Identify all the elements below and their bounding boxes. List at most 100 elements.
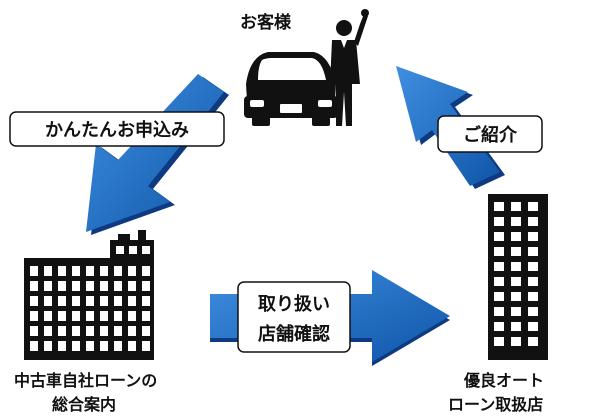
building-window (72, 341, 80, 351)
building-window (114, 341, 122, 351)
building-window (100, 311, 108, 321)
building-window (30, 296, 38, 306)
building-window (114, 296, 122, 306)
building-window (128, 326, 136, 336)
building-window (100, 341, 108, 351)
building-window (494, 277, 504, 286)
building-window (86, 341, 94, 351)
building-window (30, 341, 38, 351)
building-window (511, 292, 521, 301)
building-window (72, 311, 80, 321)
head-office-building-icon (24, 230, 154, 360)
head-office-label-line2: 総合案内 (52, 395, 116, 414)
building-window (494, 337, 504, 346)
building-window (142, 341, 150, 351)
referral-label: ご紹介 (463, 124, 518, 146)
building-window (72, 326, 80, 336)
building-window (116, 246, 124, 254)
building-window (528, 217, 538, 226)
building-window (494, 322, 504, 331)
building-window (142, 281, 150, 291)
building-window (30, 266, 38, 276)
building-window (58, 341, 66, 351)
dealer-label-line1: 優良オート (463, 371, 544, 390)
apply-label: かんたんお申込み (45, 119, 189, 141)
building-window (511, 337, 521, 346)
head-office-label-line1: 中古車自社ローンの (14, 371, 157, 390)
building-window (128, 341, 136, 351)
building-window (100, 326, 108, 336)
building-window (72, 296, 80, 306)
building-window (511, 217, 521, 226)
building-window (511, 262, 521, 271)
building-window (142, 266, 150, 276)
handling-label-box: 取り扱い 店舗確認 (237, 281, 351, 353)
customer-label: お客様 (240, 12, 292, 33)
building-window (494, 247, 504, 256)
building-window (528, 307, 538, 316)
apply-label-box: かんたんお申込み (9, 111, 225, 147)
building-window (142, 246, 150, 254)
car-icon (244, 52, 338, 126)
handling-label-line1: 取り扱い (258, 294, 330, 315)
building-window (528, 277, 538, 286)
building-window (58, 296, 66, 306)
building-window (528, 247, 538, 256)
building-window (100, 281, 108, 291)
building-window (114, 266, 122, 276)
building-window (44, 296, 52, 306)
building-window (44, 311, 52, 321)
building-window (114, 281, 122, 291)
referral-label-box: ご紹介 (437, 115, 543, 153)
building-window (100, 266, 108, 276)
building-window (511, 247, 521, 256)
building-window (86, 266, 94, 276)
building-window (528, 232, 538, 241)
building-window (142, 296, 150, 306)
person-icon (330, 9, 369, 126)
building-window (511, 277, 521, 286)
building-window (44, 266, 52, 276)
building-window (44, 281, 52, 291)
building-window (494, 307, 504, 316)
building-window (72, 281, 80, 291)
building-window (494, 262, 504, 271)
building-window (58, 311, 66, 321)
building-window (30, 311, 38, 321)
building-window (86, 311, 94, 321)
building-window (128, 311, 136, 321)
building-window (44, 326, 52, 336)
building-window (494, 217, 504, 226)
building-window (511, 307, 521, 316)
building-window (114, 311, 122, 321)
building-window (528, 292, 538, 301)
arrow-apply (86, 74, 229, 235)
handling-label-line2: 店舗確認 (258, 323, 330, 345)
building-window (72, 266, 80, 276)
building-window (494, 292, 504, 301)
building-window (128, 296, 136, 306)
building-window (494, 232, 504, 241)
building-window (58, 281, 66, 291)
building-window (58, 326, 66, 336)
building-window (142, 311, 150, 321)
building-window (86, 281, 94, 291)
building-window (528, 262, 538, 271)
building-window (30, 281, 38, 291)
building-window (511, 232, 521, 241)
building-window (44, 341, 52, 351)
building-window (128, 266, 136, 276)
building-window (511, 322, 521, 331)
building-window (528, 202, 538, 211)
building-window (114, 326, 122, 336)
building-window (129, 246, 137, 254)
dealer-building-icon (488, 194, 548, 360)
building-window (511, 202, 521, 211)
building-window (142, 326, 150, 336)
building-window (30, 326, 38, 336)
building-window (100, 296, 108, 306)
building-window (528, 322, 538, 331)
building-window (128, 281, 136, 291)
